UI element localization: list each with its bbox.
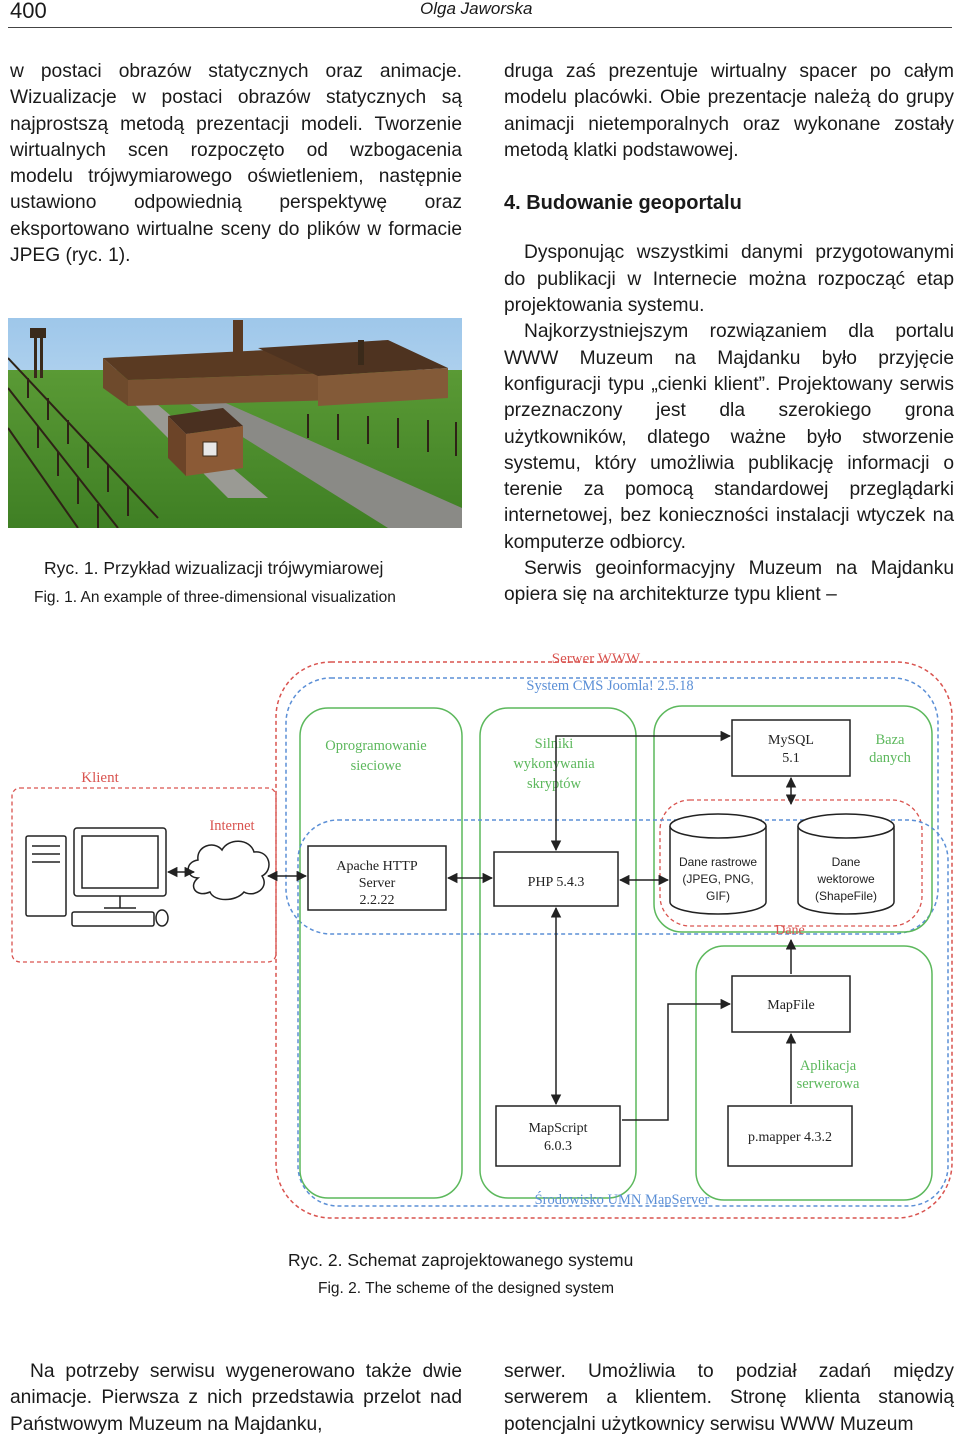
right-paragraph-4: Serwis geoinformacyjny Muzeum na Majdank… — [504, 558, 954, 606]
silniki-label-3: skryptów — [527, 776, 582, 792]
baza-label-2: danych — [869, 750, 912, 766]
aplikacja-label-2: serwerowa — [797, 1076, 860, 1092]
mapscript-box — [495, 1105, 621, 1167]
mysql-label-1: MySQL — [768, 733, 814, 748]
apache-label-1: Apache HTTP — [336, 859, 417, 874]
php-box — [493, 851, 619, 907]
system-architecture-diagram: Serwer WWW System CMS Joomla! 2.5.18 Opr… — [11, 651, 953, 1219]
baza-label-1: Baza — [876, 732, 906, 748]
vector-data-cylinder — [797, 813, 895, 915]
serwer-www-boundary — [275, 661, 953, 1219]
internet-label: Internet — [209, 818, 254, 834]
arrow-php-mysql — [550, 730, 732, 852]
bottom-right-column: serwer. Umożliwia to podział zadań międz… — [504, 1359, 954, 1438]
mapscript-label-1: MapScript — [528, 1121, 587, 1136]
vector-label-3: (ShapeFile) — [815, 889, 877, 903]
vector-label-2: wektorowe — [816, 872, 875, 886]
header-rule — [8, 27, 952, 28]
vector-label-1: Dane — [832, 855, 861, 869]
page-header: 400 Olga Jaworska — [0, 0, 960, 28]
running-author: Olga Jaworska — [420, 0, 533, 18]
dane-label: Dane — [775, 923, 805, 938]
left-column-top: w postaci obrazów statycznych oraz anima… — [10, 59, 462, 269]
silniki-group — [479, 707, 637, 1199]
left-paragraph-1: w postaci obrazów statycznych oraz anima… — [10, 61, 462, 267]
oprogramowanie-label-1: Oprogramowanie — [325, 738, 426, 754]
pmapper-label: p.mapper 4.3.2 — [748, 1130, 832, 1145]
mapfile-label: MapFile — [767, 998, 814, 1013]
umn-label: Środowisko UMN MapServer — [535, 1191, 710, 1208]
arrow-mapscript-mapfile — [622, 998, 732, 1121]
apache-label-3: 2.2.22 — [360, 893, 395, 908]
oprogramowanie-label-2: sieciowe — [351, 758, 402, 774]
raster-label-1: Dane rastrowe — [679, 855, 757, 869]
klient-label: Klient — [81, 770, 119, 786]
silniki-label-2: wykonywania — [513, 756, 595, 772]
mapscript-label-2: 6.0.3 — [544, 1139, 572, 1154]
aplikacja-label-1: Aplikacja — [800, 1058, 857, 1074]
right-paragraph-2: Dysponując wszystkimi danymi przygotowan… — [504, 242, 954, 317]
3d-visualization-illustration — [8, 318, 462, 528]
raster-label-2: (JPEG, PNG, — [682, 872, 753, 886]
pmapper-box — [727, 1105, 853, 1167]
aplikacja-serwerowa-group — [695, 945, 933, 1201]
figure-1-image — [8, 318, 462, 528]
mysql-label-2: 5.1 — [782, 751, 800, 766]
umn-mapserver-boundary — [297, 819, 949, 1207]
internet-cloud-icon — [187, 840, 270, 901]
page-number: 400 — [10, 0, 47, 23]
figure-2-diagram: Serwer WWW System CMS Joomla! 2.5.18 Opr… — [8, 640, 956, 1220]
oprogramowanie-group — [299, 707, 463, 1199]
serwer-www-label: Serwer WWW — [552, 651, 641, 667]
section-heading: 4. Budowanie geoportalu — [504, 192, 742, 215]
figure-1-caption-pl: Ryc. 1. Przykład wizualizacji trójwymiar… — [44, 558, 384, 578]
bottom-left-column: Na potrzeby serwisu wygenerowano także d… — [10, 1359, 462, 1438]
silniki-label-1: Silniki — [535, 736, 574, 752]
bottom-right-paragraph: serwer. Umożliwia to podział zadań międz… — [504, 1361, 954, 1435]
apache-label-2: Server — [359, 876, 396, 891]
figure-2-caption-en: Fig. 2. The scheme of the designed syste… — [318, 1280, 615, 1297]
figure-1-caption-en: Fig. 1. An example of three-dimensional … — [34, 589, 396, 606]
apache-box — [307, 845, 447, 911]
right-column-top: druga zaś prezentuje wirtualny spacer po… — [504, 59, 954, 609]
cms-label: System CMS Joomla! 2.5.18 — [526, 678, 693, 694]
mapfile-box — [731, 975, 851, 1033]
right-paragraph-3: Najkorzystniejszym rozwiązaniem dla port… — [504, 321, 954, 553]
figure-2-caption-pl: Ryc. 2. Schemat zaprojektowanego systemu — [288, 1250, 634, 1270]
raster-label-3: GIF) — [706, 889, 730, 903]
php-label: PHP 5.4.3 — [528, 875, 585, 890]
mysql-box — [731, 719, 851, 777]
klient-boundary — [11, 787, 277, 963]
right-paragraph-1: druga zaś prezentuje wirtualny spacer po… — [504, 61, 954, 161]
computer-icon — [25, 827, 169, 927]
cms-boundary — [285, 677, 939, 935]
bottom-left-paragraph: Na potrzeby serwisu wygenerowano także d… — [10, 1361, 462, 1435]
